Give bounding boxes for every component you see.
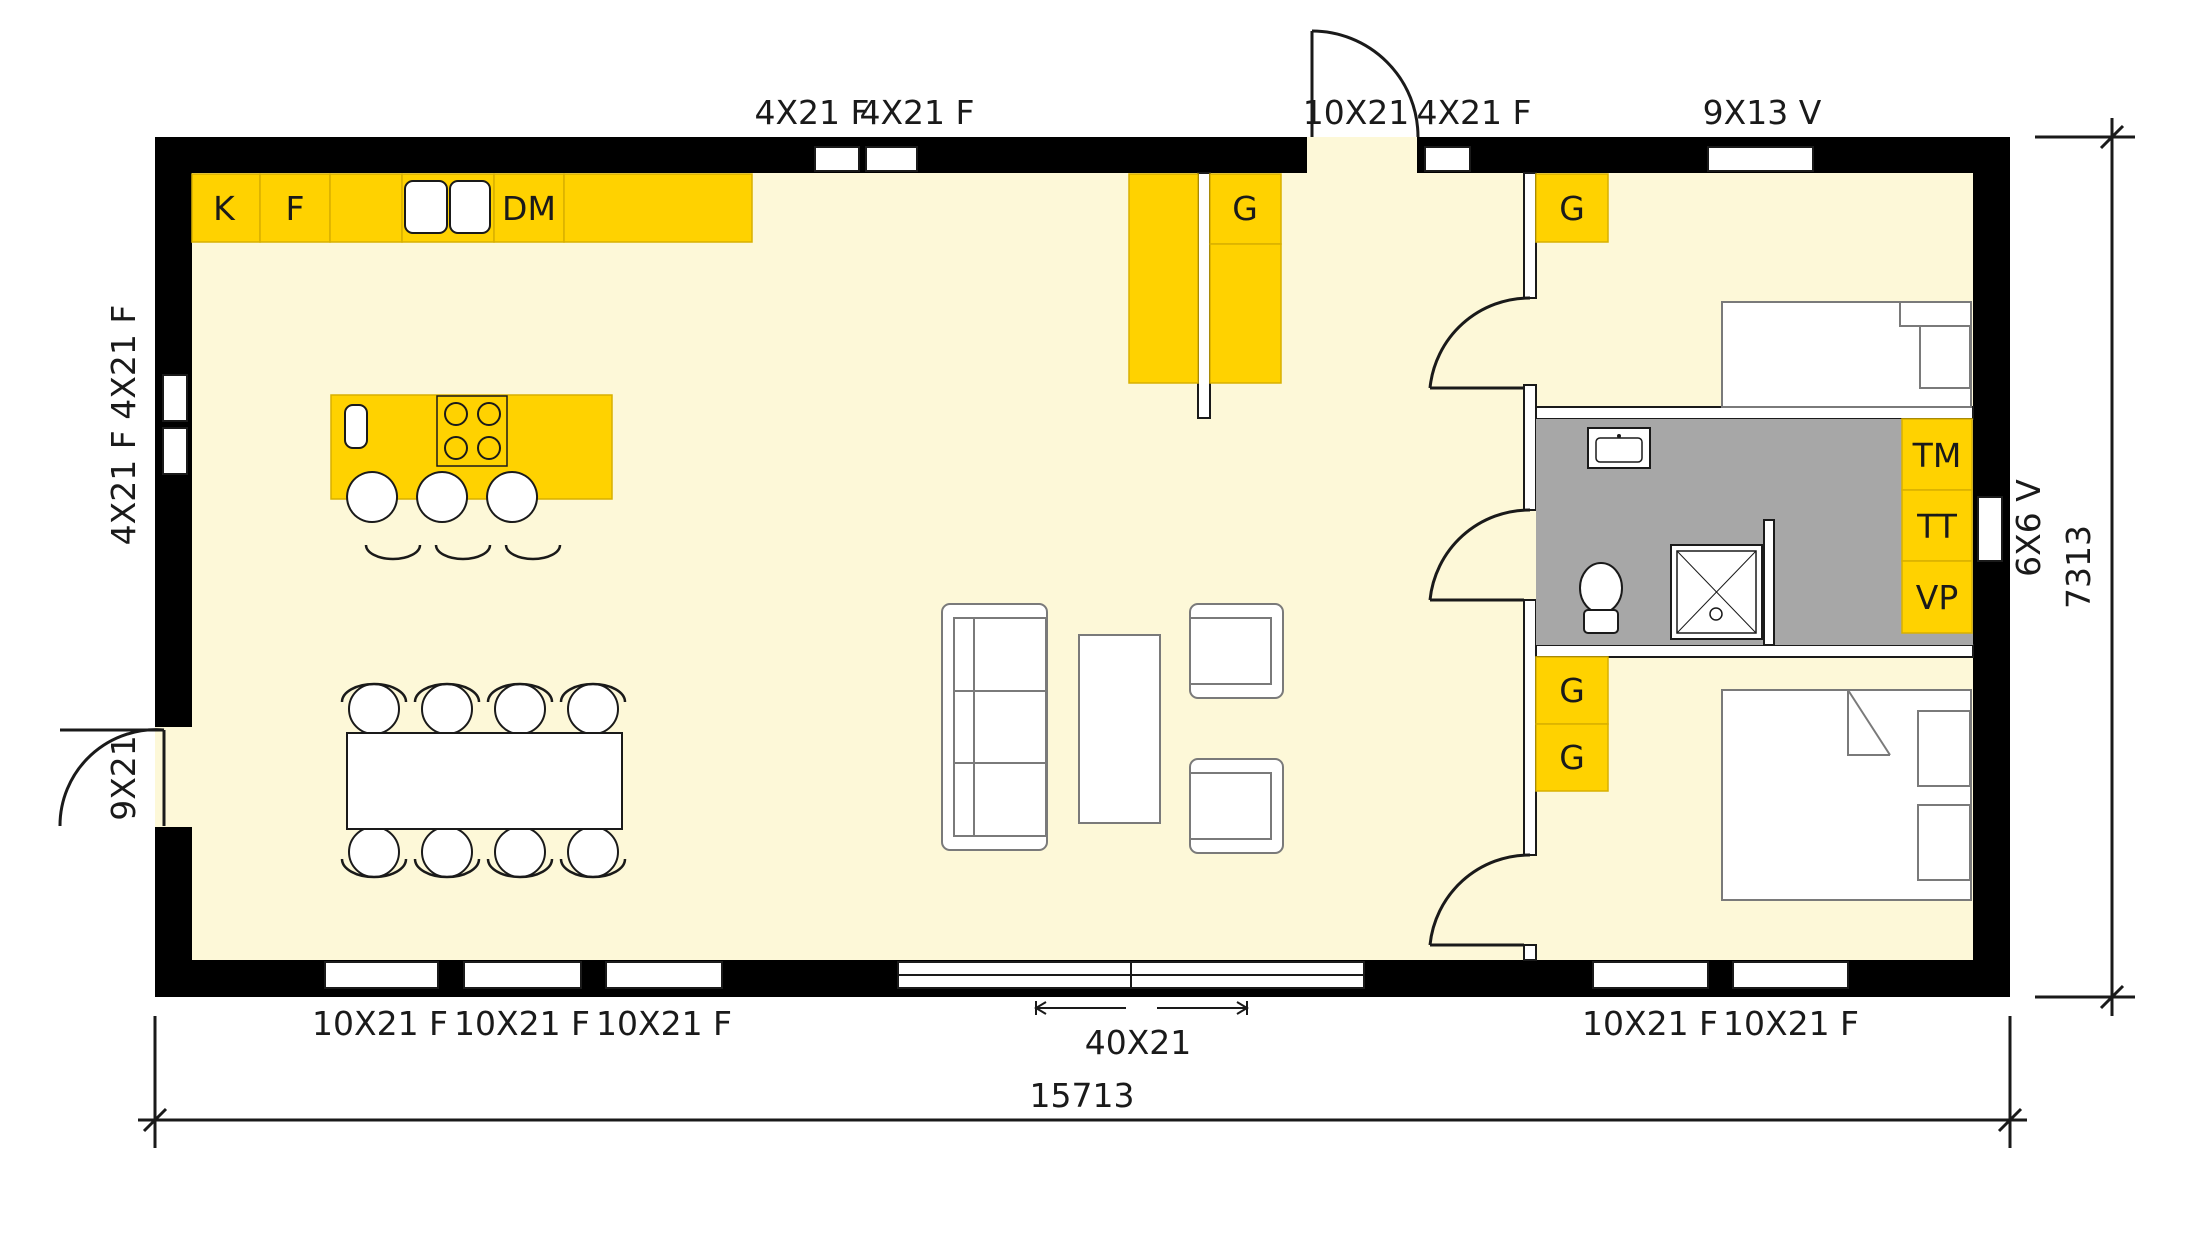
dining-table <box>346 732 623 830</box>
cooktop-icon <box>436 395 508 467</box>
bed-icon <box>1721 689 1972 901</box>
cabinet-label-tm: TM <box>1912 436 1962 475</box>
windows-bottom <box>324 961 1849 989</box>
cabinet-label-g-bed1: G <box>1559 189 1585 228</box>
window-label-bottom-3: 10X21 F <box>596 1004 732 1043</box>
cabinet-label-dm: DM <box>502 189 556 228</box>
chair-icon <box>346 471 422 561</box>
window-label-bottom-5: 10X21 F <box>1723 1004 1859 1043</box>
bedroom1-wardrobe <box>1535 173 1609 243</box>
window-label-bottom-2: 10X21 F <box>454 1004 590 1043</box>
dimension-depth-label: 7313 <box>2059 525 2098 609</box>
slider-arrows-icon <box>1034 1001 1249 1015</box>
windows-left <box>162 374 188 475</box>
window-label-bottom-4: 10X21 F <box>1582 1004 1718 1043</box>
shower-partition <box>1763 519 1775 646</box>
cabinet-label-tt: TT <box>1916 507 1958 546</box>
cabinet-label-vp: VP <box>1916 578 1958 617</box>
dimension-line-depth <box>2035 118 2135 1016</box>
bedroom2-wardrobe-b <box>1535 723 1609 792</box>
shower-icon <box>1670 544 1763 640</box>
window-label-bottom-slider: 40X21 <box>1085 1023 1192 1062</box>
cabinet-label-f: F <box>286 189 305 228</box>
door-swing-icon <box>58 29 1531 947</box>
window-right <box>1977 496 2003 562</box>
dimension-line-width <box>138 1016 2027 1148</box>
dimension-width-label: 15713 <box>1030 1076 1135 1115</box>
chair-icon <box>416 471 492 561</box>
coffee-table <box>1078 634 1161 824</box>
armchair-icon <box>1189 603 1284 699</box>
island-chairs <box>346 471 562 561</box>
entry-door-gap <box>1307 137 1417 173</box>
windows-top <box>814 146 1814 172</box>
window-label-left-wall: 4X21 F 4X21 F <box>104 305 143 546</box>
hall-wardrobe <box>1128 173 1282 384</box>
sink-icon <box>404 180 491 234</box>
cabinet-label-g-bed2-b: G <box>1559 738 1585 777</box>
cabinet-label-g-hall: G <box>1232 189 1258 228</box>
window-label-top-bedroom: 9X13 V <box>1703 93 1822 132</box>
window-label-bottom-1: 10X21 F <box>312 1004 448 1043</box>
sofa-icon <box>941 603 1048 851</box>
interior-walls <box>1197 172 1974 961</box>
window-label-left-door: 9X21 <box>104 735 143 821</box>
cabinet-label-k: K <box>213 189 236 228</box>
armchair-icon <box>1189 758 1284 854</box>
window-label-entry-door: 10X21 <box>1303 93 1410 132</box>
washbasin-icon <box>1587 427 1651 469</box>
left-door-gap <box>155 727 192 827</box>
bed-icon <box>1721 301 1972 408</box>
bedroom2-wardrobe-a <box>1535 656 1609 725</box>
window-label-top-kitchen-1: 4X21 F <box>754 93 869 132</box>
toilet-icon <box>1579 562 1623 634</box>
dining-set <box>340 682 627 879</box>
dining-chairs-top <box>340 682 627 735</box>
sink-icon <box>344 404 368 449</box>
window-label-right-bath: 6X6 V <box>2009 479 2048 577</box>
bath-utility-cabinets <box>1901 418 1973 634</box>
dining-chairs-bottom <box>340 826 627 879</box>
chair-icon <box>486 471 562 561</box>
window-label-top-hall: 4X21 F <box>1416 93 1531 132</box>
window-label-top-kitchen-2: 4X21 F <box>859 93 974 132</box>
cabinet-label-g-bed2-a: G <box>1559 671 1585 710</box>
